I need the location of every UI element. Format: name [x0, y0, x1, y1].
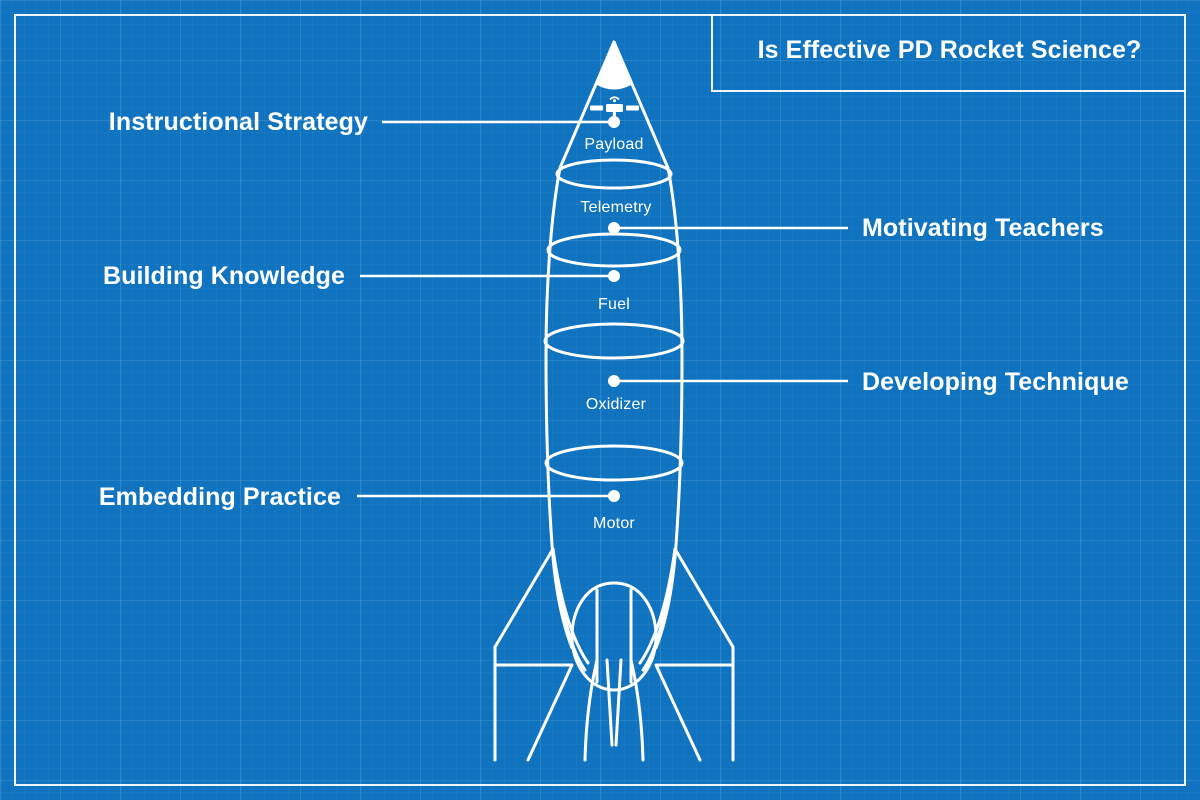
leader-dot-embedding-practice: [608, 490, 620, 502]
tail-spike: [605, 658, 623, 747]
callout-label-instructional-strategy: Instructional Strategy: [108, 108, 368, 136]
section-divider-oxidizer-motor: [544, 444, 684, 482]
leader-dot-instructional-strategy: [608, 116, 620, 128]
section-divider-payload-telemetry: [555, 158, 673, 190]
page-title: Is Effective PD Rocket Science?: [757, 35, 1142, 64]
fin-right: [638, 547, 735, 762]
section-label-fuel: Fuel: [598, 296, 630, 313]
callout-label-motivating-teachers: Motivating Teachers: [862, 214, 1104, 242]
nose-cone-outline: [558, 40, 670, 170]
satellite-icon: [590, 96, 639, 118]
leader-dot-motivating-teachers: [608, 222, 620, 234]
fin-left: [493, 547, 590, 762]
leader-dot-developing-technique: [608, 375, 620, 387]
callout-label-developing-technique: Developing Technique: [862, 368, 1129, 396]
title-box: Is Effective PD Rocket Science?: [711, 14, 1186, 92]
engine-nozzle: [570, 581, 658, 692]
section-label-telemetry: Telemetry: [580, 199, 652, 216]
section-label-payload: Payload: [584, 136, 644, 153]
callout-leader-lines: [357, 116, 848, 502]
nose-cone-tip: [597, 44, 631, 90]
section-divider-telemetry-fuel: [546, 232, 682, 268]
section-label-motor: Motor: [593, 515, 635, 532]
section-label-oxidizer: Oxidizer: [585, 396, 647, 413]
callout-label-embedding-practice: Embedding Practice: [98, 483, 341, 511]
fin-center: [583, 658, 645, 762]
callout-label-building-knowledge: Building Knowledge: [102, 262, 345, 290]
section-divider-fuel-oxidizer: [543, 322, 685, 360]
leader-dot-building-knowledge: [608, 270, 620, 282]
